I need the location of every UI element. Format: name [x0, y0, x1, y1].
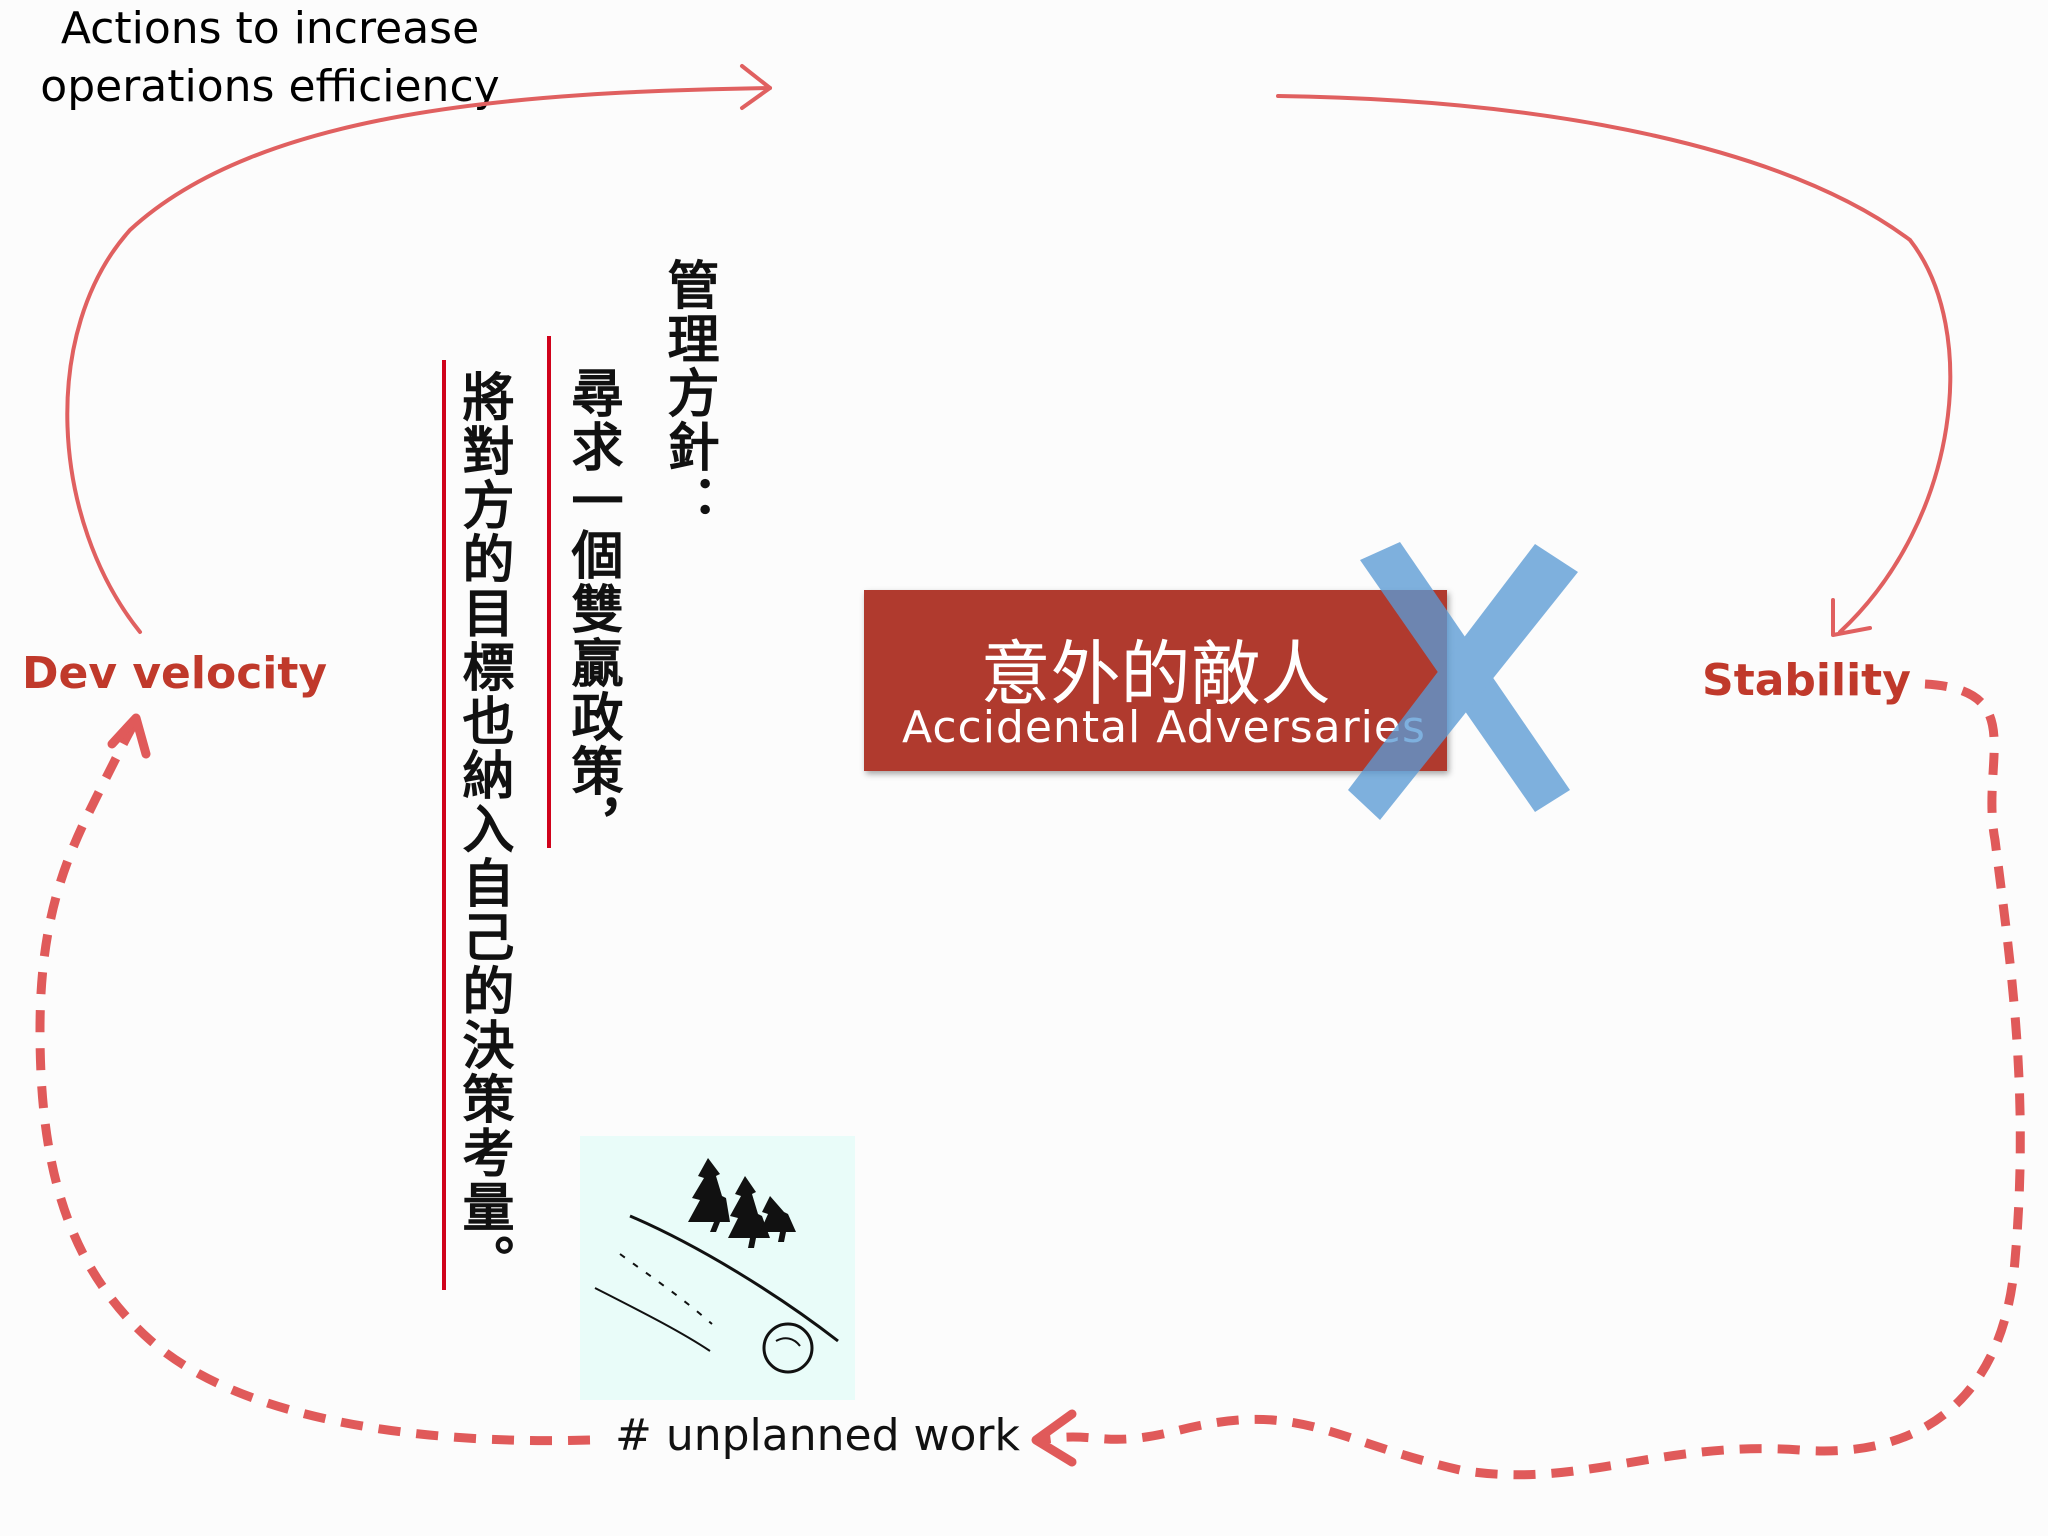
node-unplanned-work: # unplanned work	[615, 1410, 1020, 1461]
arrow-actions-to-stability	[1276, 94, 1953, 634]
node-actions-line1: Actions to increase	[60, 3, 480, 54]
node-actions-line2: operations efficiency	[40, 61, 500, 112]
dashed-arrow-unplanned-to-dev	[35, 719, 591, 1446]
cjk-heading: 管理方針：	[658, 258, 719, 528]
red-underline-3	[442, 360, 446, 1290]
adversaries-title: 意外的敵人	[980, 633, 1331, 715]
snowball-rolling-downhill-sketch	[580, 1136, 855, 1400]
accidental-adversaries-box: 意外的敵人 Accidental Adversaries	[864, 590, 1447, 771]
crossed-out-x-icon	[1348, 542, 1578, 820]
cjk-line-2: 尋求一個雙贏政策，	[562, 366, 623, 852]
arrowhead-stability	[1831, 598, 1872, 637]
node-actions: Actions to increase operations efficienc…	[0, 0, 540, 116]
arrowhead-actions	[740, 64, 772, 110]
dashed-arrow-stability-to-unplanned	[1039, 679, 2025, 1480]
arrowhead-unplanned	[1031, 1409, 1077, 1467]
arrow-dev-to-actions	[65, 86, 772, 634]
node-dev-velocity: Dev velocity	[22, 648, 328, 699]
arrowhead-dev	[107, 713, 151, 759]
adversaries-subtitle: Accidental Adversaries	[902, 702, 1426, 753]
red-underline-2	[547, 336, 551, 848]
cjk-line-3: 將對方的目標也納入自己的決策考量。	[453, 370, 514, 1288]
node-stability: Stability	[1702, 655, 1911, 706]
